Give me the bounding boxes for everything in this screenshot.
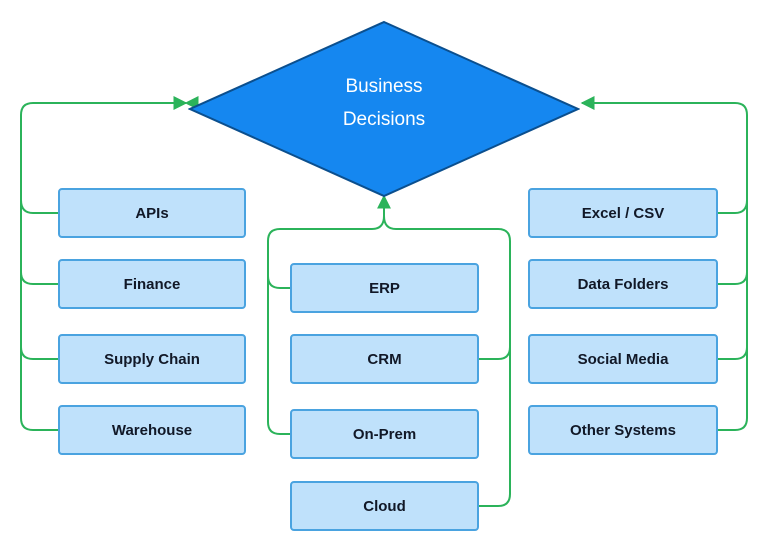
decision-label: Business Decisions xyxy=(288,70,480,136)
source-node-label: Other Systems xyxy=(570,421,676,439)
center-group-connector xyxy=(267,215,511,507)
source-node-on-prem: On-Prem xyxy=(290,409,479,459)
source-node-label: On-Prem xyxy=(352,425,417,443)
source-node-label: APIs xyxy=(135,204,169,222)
source-node-crm: CRM xyxy=(290,334,479,384)
source-node-label: Supply Chain xyxy=(104,350,200,368)
source-node-cloud: Cloud xyxy=(290,481,479,531)
left-group-connector xyxy=(20,103,186,431)
source-node-label: Finance xyxy=(123,275,181,293)
source-node-apis: APIs xyxy=(58,188,246,238)
source-node-label: Data Folders xyxy=(577,275,669,293)
source-node-label: Social Media xyxy=(577,350,669,368)
source-node-label: Cloud xyxy=(363,497,406,515)
decision-diamond xyxy=(188,20,580,198)
source-node-label: ERP xyxy=(369,279,400,297)
source-node-other-systems: Other Systems xyxy=(528,405,718,455)
source-node-label: Warehouse xyxy=(111,421,193,439)
decision-label-line1: Business xyxy=(345,76,423,97)
source-node-warehouse: Warehouse xyxy=(58,405,246,455)
source-node-social-media: Social Media xyxy=(528,334,718,384)
source-node-label: CRM xyxy=(367,350,402,368)
source-node-erp: ERP xyxy=(290,263,479,313)
source-node-supply-chain: Supply Chain xyxy=(58,334,246,384)
source-node-data-folders: Data Folders xyxy=(528,259,718,309)
source-node-finance: Finance xyxy=(58,259,246,309)
right-group-connector xyxy=(582,102,748,431)
source-node-label: Excel / CSV xyxy=(581,204,665,222)
decision-label-line2: Decisions xyxy=(342,109,426,130)
source-node-excel-csv: Excel / CSV xyxy=(528,188,718,238)
